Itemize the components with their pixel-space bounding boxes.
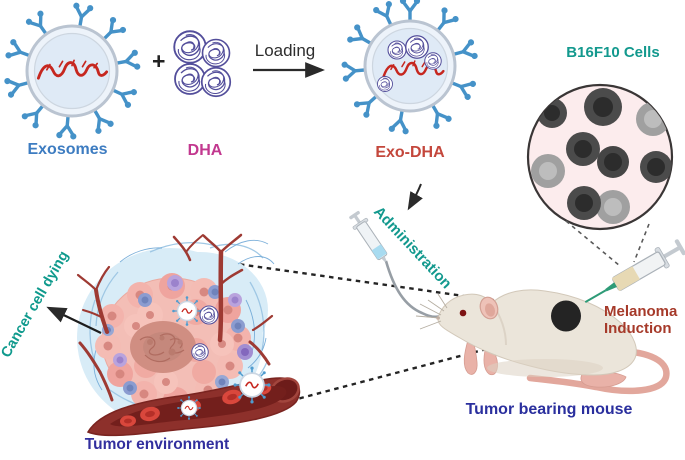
- administration-arrow: [407, 183, 423, 211]
- dha-label: DHA: [187, 142, 223, 159]
- gavage-tube: [384, 260, 441, 319]
- blood-vessel-illustration: [86, 365, 301, 437]
- tumor-on-mouse: [551, 300, 581, 332]
- tumor-blood-vessel-branches: [76, 233, 274, 402]
- plus-sign: +: [152, 48, 166, 74]
- b16f10-cells-label: B16F10 Cells: [566, 44, 660, 61]
- administration-syringe: [349, 210, 388, 262]
- melanoma-syringe: [584, 239, 685, 303]
- tumor-bearing-mouse-label: Tumor bearing mouse: [465, 401, 633, 418]
- b16f10-inset: [526, 83, 674, 267]
- exosomes-label: Exosomes: [27, 141, 108, 158]
- mouse-whiskers: [415, 293, 448, 330]
- dha-cluster-illustration: [173, 30, 232, 98]
- mouse-tail: [526, 348, 670, 395]
- melanoma-induction-label: Melanoma Induction: [604, 303, 677, 337]
- cancer-cell-dying-arrow: [46, 306, 102, 334]
- tumor-environment-label: Tumor environment: [84, 436, 230, 453]
- mouse-eye: [459, 309, 467, 317]
- immune-cells: [102, 275, 253, 412]
- melanoma-induction-line1: Melanoma: [604, 303, 678, 320]
- mouse-illustration: [415, 289, 670, 395]
- exo-dha-label: Exo-DHA: [375, 144, 445, 161]
- inset-pointer-dashes: [565, 220, 650, 267]
- exosome-illustration: [1, 0, 143, 142]
- exo-dha-illustration: [339, 0, 481, 137]
- necrotic-core: [130, 321, 196, 373]
- b16f10-cells: [531, 88, 672, 224]
- tumor-environment-illustration: [46, 233, 301, 437]
- melanoma-induction-line2: Induction: [604, 320, 672, 337]
- loading-label: Loading: [254, 41, 316, 60]
- needle: [584, 289, 607, 303]
- needle-hub: [605, 282, 617, 292]
